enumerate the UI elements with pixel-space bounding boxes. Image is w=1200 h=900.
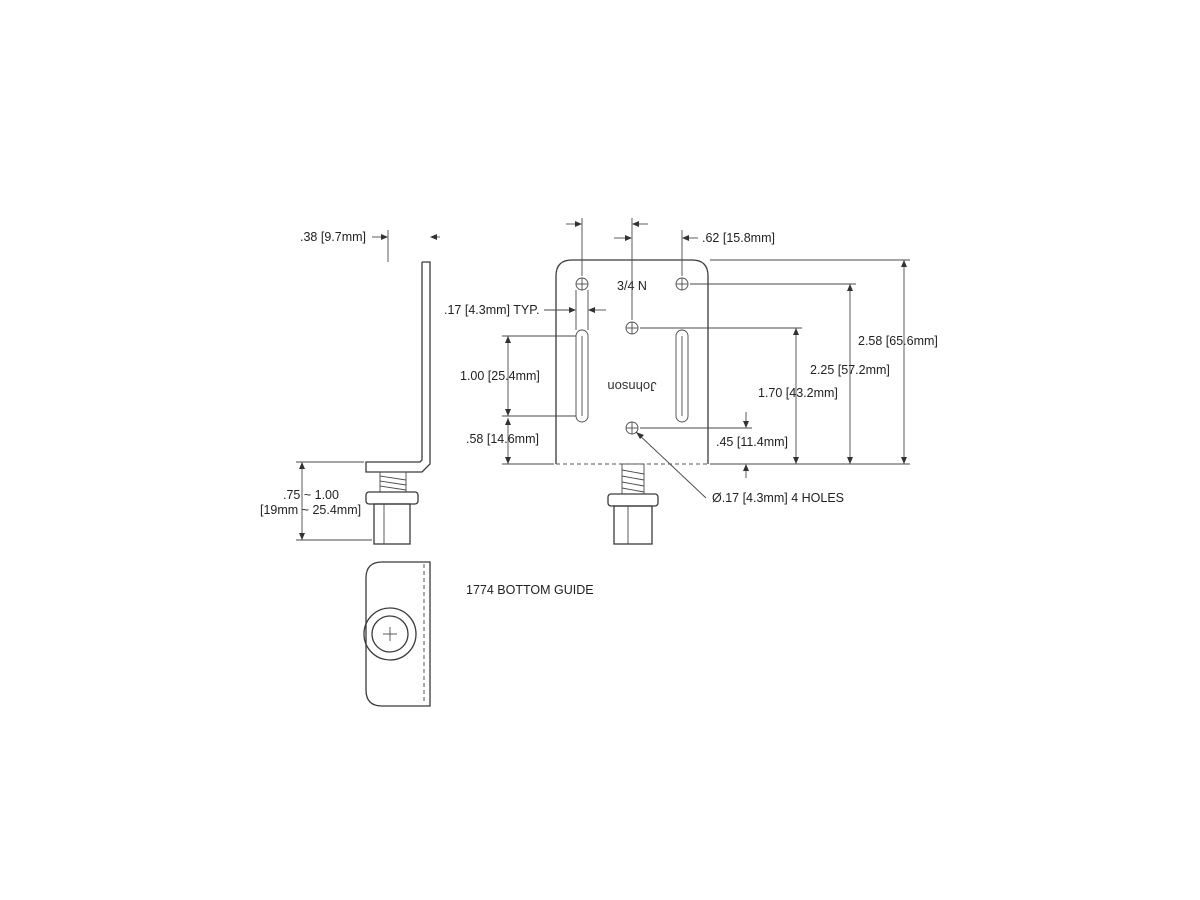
dim-hole-offset: .62 [15.8mm] [681,230,775,276]
roller-cap [365,491,419,505]
spring-front [621,463,645,495]
dim-slot-length: 1.00 [25.4mm] [460,335,576,417]
roller-cap-front [607,493,659,507]
dim-top-center [614,218,648,320]
bottom-view [363,561,431,707]
roller-body-front [613,505,653,545]
front-view: Johnson 3/4 N [555,259,709,545]
label-hole-diameter: Ø.17 [4.3mm] 4 HOLES [712,491,844,505]
roller-inner [371,615,409,653]
label-slot-width: .17 [4.3mm] TYP. [444,303,539,317]
drawing-title: 1774 BOTTOM GUIDE [466,583,594,597]
dim-top-hole-height: 2.25 [57.2mm] [690,283,890,464]
label-roller-range-in: .75 ~ 1.00 [283,488,339,502]
hole [625,421,639,435]
slot-right [675,329,689,423]
label-flange-depth: .38 [9.7mm] [300,230,366,244]
label-slot-offset: .58 [14.6mm] [466,432,539,446]
label-bottom-hole-height: .45 [11.4mm] [716,435,788,449]
dim-bottom-hole-height: .45 [11.4mm] [640,412,788,478]
hole-callout: Ø.17 [4.3mm] 4 HOLES [635,431,844,505]
hole [625,321,639,335]
label-hole-offset: .62 [15.8mm] [702,231,775,245]
label-roller-range-mm: [19mm ~ 25.4mm] [260,503,361,517]
dim-slot-width: .17 [4.3mm] TYP. [444,290,606,330]
side-view [365,261,431,545]
roller-body [373,503,411,545]
roller-outer [363,607,417,661]
label-overall-height: 2.58 [65.6mm] [858,334,938,348]
slot-left [575,329,589,423]
dim-slot-offset: .58 [14.6mm] [466,418,554,465]
label-mid-hole-height: 1.70 [43.2mm] [758,386,838,400]
brand-mark-mirrored: Johnson [607,379,656,394]
dim-overall-height: 2.58 [65.6mm] [710,259,938,465]
label-top-hole-height: 2.25 [57.2mm] [810,363,890,377]
dim-mid-hole-height: 1.70 [43.2mm] [640,327,838,464]
dim-top-left [566,218,583,276]
spring [379,471,407,493]
label-slot-length: 1.00 [25.4mm] [460,369,540,383]
dim-flange-depth: .38 [9.7mm] [300,230,440,262]
dim-roller-range: .75 ~ 1.00 [19mm ~ 25.4mm] [260,461,372,541]
hole [575,277,589,291]
hole [675,277,689,291]
